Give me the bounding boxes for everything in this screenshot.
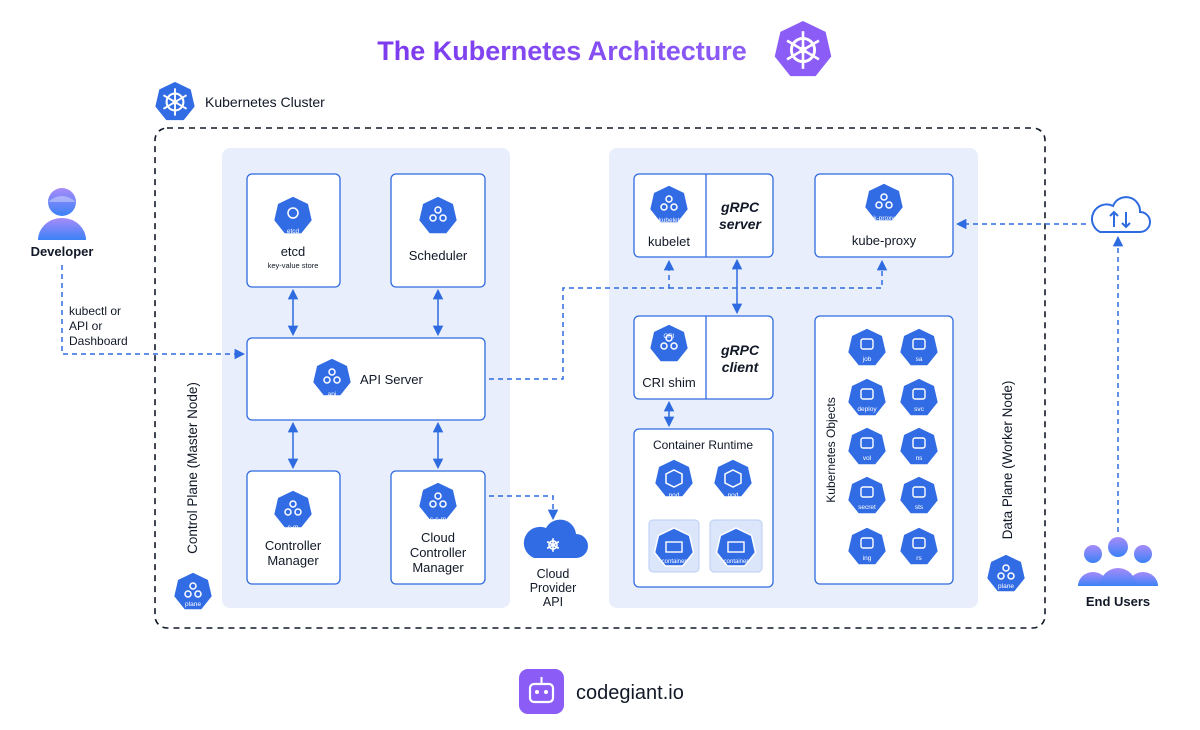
cloud-controller-manager-label-3: Manager bbox=[412, 560, 464, 575]
sts-object-icon bbox=[898, 475, 940, 515]
internet-cloud-icon bbox=[1090, 196, 1151, 233]
container-icon bbox=[715, 527, 757, 567]
connector-api-kubelet bbox=[489, 259, 675, 380]
k8s-objects-label: Kubernetes Objects bbox=[824, 397, 838, 502]
connectors bbox=[287, 258, 743, 470]
container-icon bbox=[653, 527, 695, 567]
scheduler-badge: sched bbox=[429, 233, 447, 240]
control-plane-badge-text: plane bbox=[185, 601, 201, 608]
api-server-badge: api bbox=[328, 391, 337, 398]
controller-manager-badge: c-m bbox=[288, 524, 299, 531]
grpc-client-label-2: client bbox=[722, 359, 760, 375]
cloud-controller-manager-label-1: Cloud bbox=[421, 530, 455, 545]
controller-manager-label-2: Manager bbox=[267, 553, 319, 568]
cri-shim-label: CRI shim bbox=[642, 375, 695, 390]
control-plane-label: Control Plane (Master Node) bbox=[185, 382, 200, 554]
kube-proxy-badge: k-proxy bbox=[873, 215, 895, 222]
end-users-label: End Users bbox=[1086, 594, 1150, 609]
cloud-provider-label-1: Cloud bbox=[537, 567, 570, 581]
developer-channel-2: API or bbox=[69, 319, 102, 333]
page-title: The Kubernetes Architecture bbox=[377, 36, 747, 66]
pod-label: pod bbox=[669, 492, 680, 499]
title-k8s-logo-icon bbox=[774, 21, 832, 77]
job-object-icon bbox=[846, 327, 888, 367]
kubelet-label: kubelet bbox=[648, 234, 690, 249]
secret-object-icon bbox=[846, 475, 888, 515]
cluster-k8s-icon bbox=[153, 79, 197, 122]
svc-object-icon bbox=[898, 377, 940, 417]
connector-developer-api bbox=[61, 265, 246, 360]
data-plane-badge-text: plane bbox=[998, 583, 1014, 590]
cri-shim-badge: CRI bbox=[663, 333, 674, 340]
ing-object-label: ing bbox=[863, 555, 872, 562]
container-runtime-label: Container Runtime bbox=[653, 438, 753, 452]
scheduler-label: Scheduler bbox=[409, 248, 468, 263]
cluster-boundary bbox=[154, 127, 1046, 629]
developer-label: Developer bbox=[31, 244, 94, 259]
controller-manager-label-1: Controller bbox=[265, 538, 322, 553]
kube-proxy-label: kube-proxy bbox=[852, 233, 917, 248]
grpc-server-label-1: gRPC bbox=[720, 199, 760, 215]
cluster-label: Kubernetes Cluster bbox=[205, 94, 325, 110]
svc-object-label: svc bbox=[914, 406, 925, 413]
sa-object-icon bbox=[898, 327, 940, 367]
data-plane-label: Data Plane (Worker Node) bbox=[1000, 381, 1015, 540]
secret-object-label: secret bbox=[858, 504, 876, 511]
pod-icon bbox=[712, 458, 754, 498]
pod-label: pod bbox=[728, 492, 739, 499]
end-users-icon bbox=[1078, 537, 1158, 586]
etcd-badge: etcd bbox=[287, 228, 300, 235]
container-label: container bbox=[724, 559, 749, 565]
developer-channel-1: kubectl or bbox=[69, 304, 121, 318]
api-server-box[interactable] bbox=[246, 337, 486, 421]
etcd-label: etcd bbox=[281, 244, 306, 259]
cloud-provider-icon bbox=[523, 519, 588, 558]
developer-channel-3: Dashboard bbox=[69, 334, 128, 348]
connector-ccm-cloud bbox=[489, 495, 559, 521]
pod-icon bbox=[653, 458, 695, 498]
ing-object-icon bbox=[846, 526, 888, 566]
deploy-object-icon bbox=[846, 377, 888, 417]
developer-icon bbox=[38, 188, 86, 240]
grpc-server-label-2: server bbox=[719, 216, 763, 232]
api-server-label: API Server bbox=[360, 372, 424, 387]
ns-object-icon bbox=[898, 426, 940, 466]
deploy-object-label: deploy bbox=[857, 406, 877, 413]
rs-object-label: rs bbox=[916, 555, 922, 562]
container-label: container bbox=[662, 559, 687, 565]
footer-brand: codegiant.io bbox=[576, 682, 684, 704]
sts-object-label: sts bbox=[915, 504, 924, 511]
ns-object-label: ns bbox=[916, 455, 924, 462]
codegiant-logo-icon bbox=[519, 669, 564, 714]
cloud-controller-manager-badge: c-c-m bbox=[430, 516, 446, 523]
rs-object-icon bbox=[898, 526, 940, 566]
kubelet-badge: kubelet bbox=[659, 217, 680, 224]
vol-object-label: vol bbox=[863, 455, 872, 462]
cloud-provider-label-3: API bbox=[543, 595, 563, 609]
etcd-icon bbox=[272, 195, 314, 235]
vol-object-icon bbox=[846, 426, 888, 466]
job-object-label: job bbox=[862, 356, 872, 363]
cloud-provider-label-2: Provider bbox=[530, 581, 577, 595]
grpc-client-label-1: gRPC bbox=[720, 342, 760, 358]
cloud-controller-manager-box[interactable] bbox=[390, 470, 486, 585]
etcd-sublabel: key-value store bbox=[268, 261, 319, 270]
cloud-controller-manager-label-2: Controller bbox=[410, 545, 467, 560]
sa-object-label: sa bbox=[916, 356, 923, 363]
